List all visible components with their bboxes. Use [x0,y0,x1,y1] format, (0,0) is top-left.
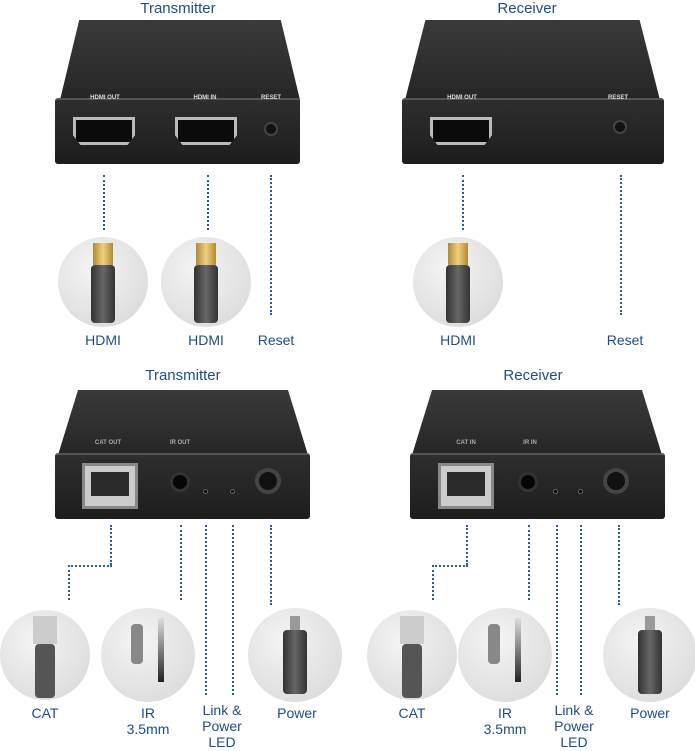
label-led: LED [560,734,588,750]
rj45-port [82,463,138,509]
reset-button [613,120,627,134]
ir-jack [170,472,190,492]
port-label: IR OUT [169,440,191,446]
port-label: HDMI IN [193,95,217,101]
ir-jack [518,472,538,492]
hdmi-out-port [430,117,492,145]
label-led: Power [202,718,242,734]
label-ir: IR [141,705,155,721]
rj45-port [438,463,494,509]
cat-cable-icon [367,610,457,700]
ir-cable-icon [101,608,195,702]
ir-cable-icon [458,608,552,702]
label-reset: Reset [257,332,295,348]
bottom-transmitter-title: Transmitter [145,367,221,384]
power-led [578,489,583,494]
port-label: CAT IN [456,440,476,446]
label-hdmi: HDMI [188,332,224,348]
label-cat: CAT [31,705,59,721]
label-led: LED [208,734,236,750]
hdmi-cable-icon [161,237,251,327]
link-led [203,489,208,494]
label-led: Link & [202,702,242,718]
power-jack [603,468,629,494]
top-receiver-title: Receiver [497,0,557,17]
port-label: HDMI OUT [447,95,477,101]
power-cable-icon [248,608,342,702]
port-label: RESET [260,95,282,101]
port-label: IR IN [523,440,537,446]
power-jack [255,468,281,494]
power-cable-icon [603,608,695,702]
hdmi-in-port [175,117,237,145]
port-label: CAT OUT [94,440,122,446]
port-label: RESET [607,95,629,101]
label-ir-size: 3.5mm [126,721,170,737]
hdmi-out-port [73,117,135,145]
label-ir: IR [498,705,512,721]
link-led [553,489,558,494]
label-ir-size: 3.5mm [483,721,527,737]
top-transmitter-title: Transmitter [140,0,216,17]
power-led [230,489,235,494]
cat-cable-icon [0,610,90,700]
label-hdmi: HDMI [85,332,121,348]
label-reset: Reset [606,332,644,348]
reset-button [264,122,278,136]
hdmi-cable-icon [413,237,503,327]
label-led: Power [554,718,594,734]
label-power: Power [630,705,670,721]
hdmi-cable-icon [58,237,148,327]
label-cat: CAT [398,705,426,721]
label-led: Link & [554,702,594,718]
label-hdmi: HDMI [440,332,476,348]
label-power: Power [277,705,317,721]
port-label: HDMI OUT [90,95,120,101]
bottom-receiver-title: Receiver [503,367,563,384]
